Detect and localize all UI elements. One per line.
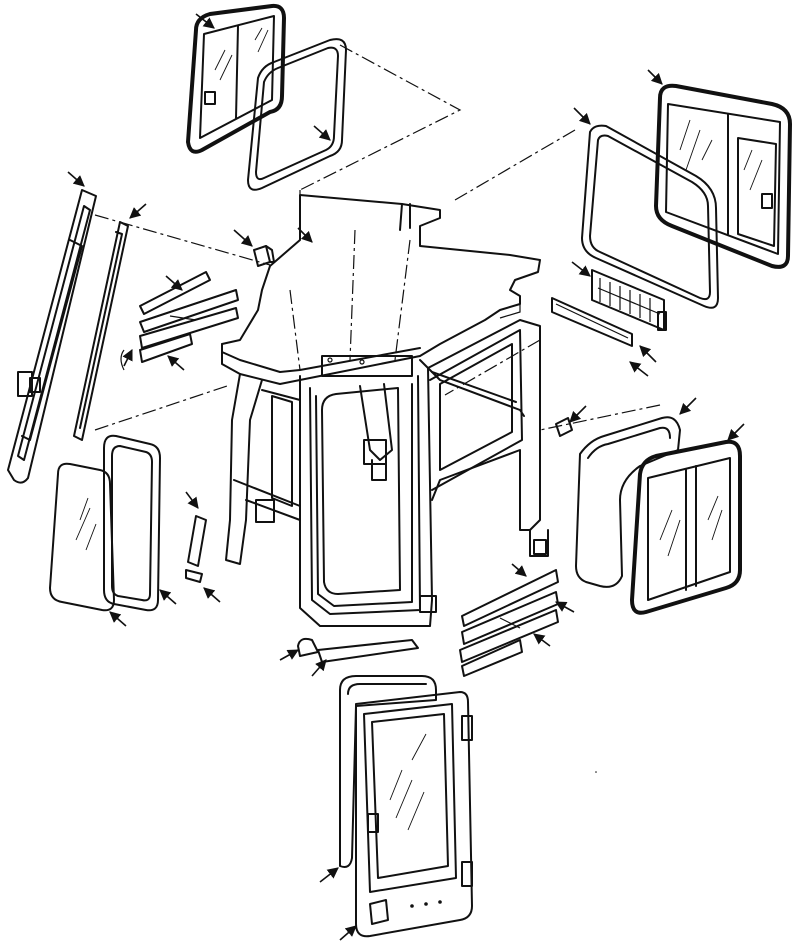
vent-grille — [591, 269, 667, 331]
latch-bracket-right — [555, 417, 573, 437]
door-seal — [339, 675, 437, 868]
right-front-window — [630, 439, 742, 615]
left-door-window — [7, 189, 97, 484]
roof-panel — [221, 194, 541, 385]
stray-dot — [595, 771, 597, 773]
right-sliding-window — [654, 83, 792, 269]
right-window-seal — [581, 124, 719, 309]
right-front-window-seal — [575, 416, 681, 588]
callout-arrows — [67, 13, 745, 941]
rear-sliding-window — [186, 3, 286, 154]
cab-frame — [225, 203, 549, 627]
trim-strips-front — [185, 515, 559, 677]
trim-strips-left — [120, 271, 239, 371]
alignment-lines — [94, 44, 661, 431]
rear-window-seal — [247, 38, 347, 191]
left-window-seal — [73, 221, 129, 441]
front-lower-window — [49, 462, 115, 612]
door — [355, 691, 473, 938]
latch-bracket-left — [253, 245, 275, 267]
trim-strips-right — [551, 297, 633, 347]
front-window-seal — [103, 434, 161, 612]
